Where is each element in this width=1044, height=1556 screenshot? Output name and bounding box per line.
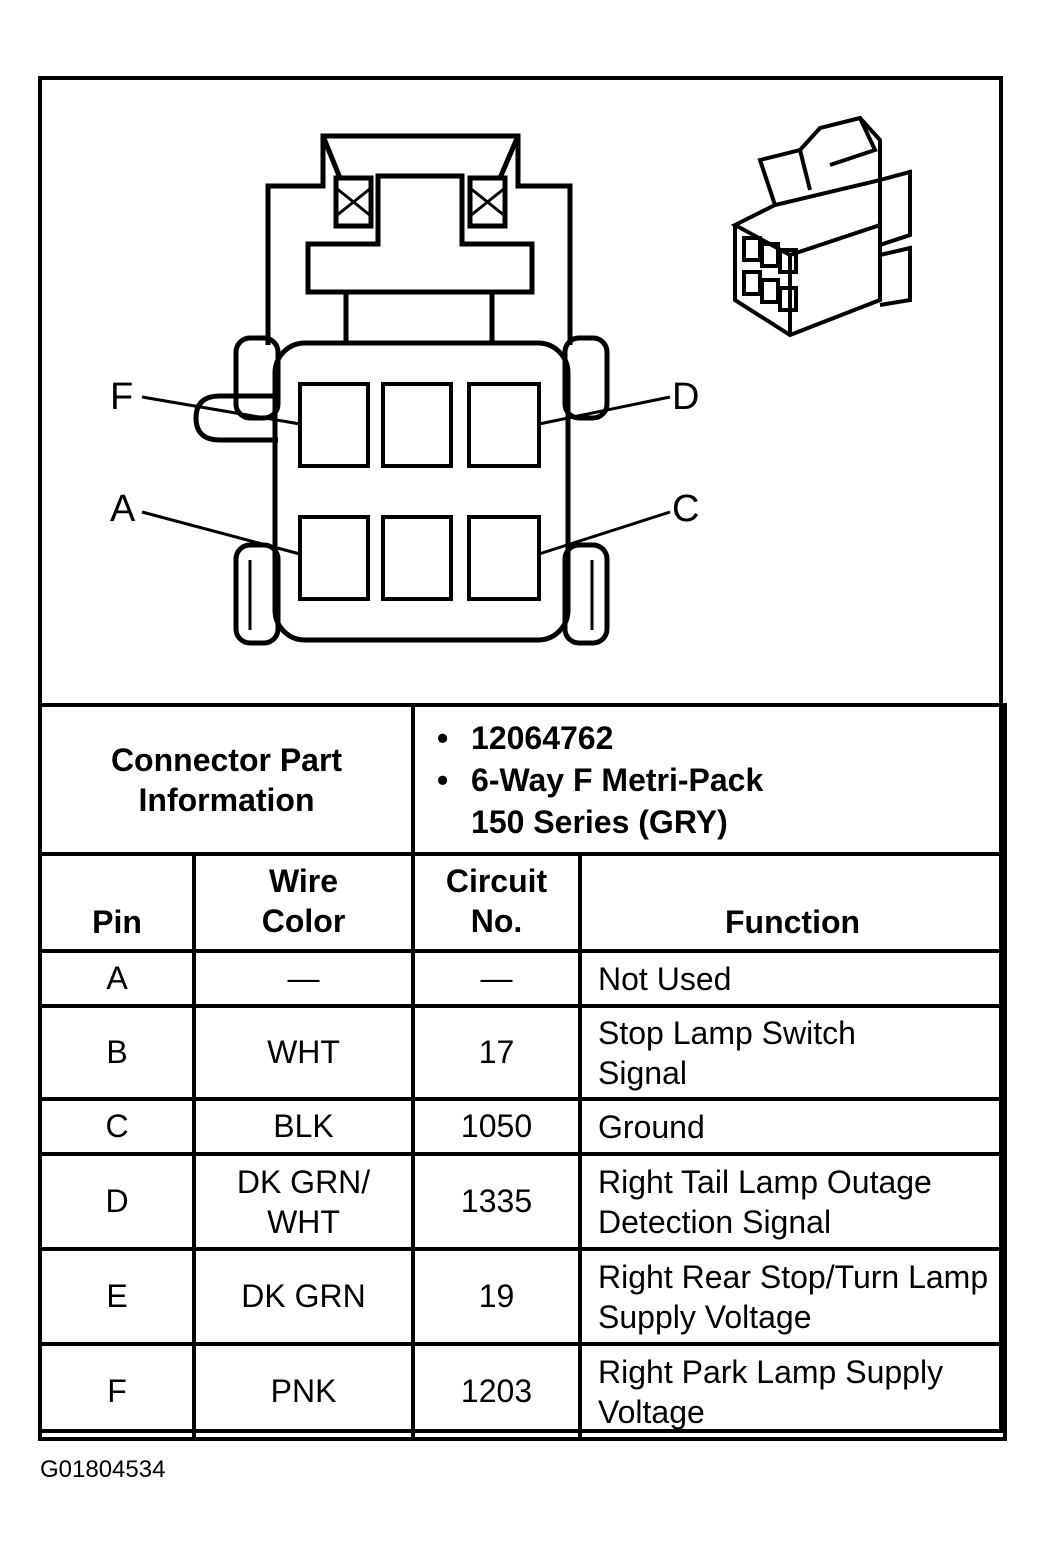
connector-pinout-table: Connector Part Information 12064762 6-Wa… <box>37 703 1008 1441</box>
table-row: E DK GRN 19 Right Rear Stop/Turn Lamp Su… <box>38 1247 1008 1346</box>
cell-function: Right Tail Lamp Outage Detection Signal <box>578 1152 1008 1251</box>
table-header-row: Pin Wire Color Circuit No. Function <box>38 852 1008 953</box>
connector-body <box>272 340 571 643</box>
cell-function: Stop Lamp Switch Signal <box>578 1004 1008 1101</box>
pin-label-f: F <box>110 376 134 418</box>
cell-wire-color: DK GRN/ WHT <box>191 1152 416 1251</box>
header-function: Function <box>578 852 1008 953</box>
part-info-values: 12064762 6-Way F Metri-Pack 150 Series (… <box>411 703 1008 856</box>
header-pin: Pin <box>38 852 196 953</box>
cell-pin: C <box>38 1097 196 1156</box>
cell-circuit: 1050 <box>411 1097 583 1156</box>
cell-circuit: 1203 <box>411 1342 583 1441</box>
figure-id: G01804534 <box>40 1456 166 1483</box>
connector-isometric-view <box>730 115 912 338</box>
cell-circuit: 1335 <box>411 1152 583 1251</box>
table-row: A — — Not Used <box>38 949 1008 1008</box>
connector-cavities <box>298 382 541 601</box>
cell-function: Not Used <box>578 949 1008 1008</box>
part-number: 12064762 <box>437 717 1003 759</box>
table-row: F PNK 1203 Right Park Lamp Supply Voltag… <box>38 1342 1008 1441</box>
cell-pin: D <box>38 1152 196 1251</box>
cell-wire-color: — <box>191 949 416 1008</box>
table-row: D DK GRN/ WHT 1335 Right Tail Lamp Outag… <box>38 1152 1008 1251</box>
cell-wire-color: WHT <box>191 1004 416 1101</box>
pin-label-d: D <box>672 376 700 418</box>
cell-wire-color: BLK <box>191 1097 416 1156</box>
part-description: 6-Way F Metri-Pack <box>437 759 1003 801</box>
cell-wire-color: DK GRN <box>191 1247 416 1346</box>
part-info-row: Connector Part Information 12064762 6-Wa… <box>37 703 1008 856</box>
cell-pin: A <box>38 949 196 1008</box>
part-info-label: Connector Part Information <box>37 703 416 856</box>
table-row: B WHT 17 Stop Lamp Switch Signal <box>38 1004 1008 1101</box>
cell-wire-color: PNK <box>191 1342 416 1441</box>
cell-pin: E <box>38 1247 196 1346</box>
pin-label-a: A <box>110 488 136 530</box>
cell-pin: F <box>38 1342 196 1441</box>
cell-function: Ground <box>578 1097 1008 1156</box>
pin-leader-lines <box>141 395 671 556</box>
table-row: C BLK 1050 Ground <box>38 1097 1008 1156</box>
header-wire-color: Wire Color <box>191 852 416 953</box>
cell-function: Right Rear Stop/Turn Lamp Supply Voltage <box>578 1247 1008 1346</box>
cell-circuit: — <box>411 949 583 1008</box>
cell-circuit: 17 <box>411 1004 583 1101</box>
connector-side-tabs <box>193 335 610 646</box>
connector-diagram <box>141 115 912 646</box>
header-circuit: Circuit No. <box>411 852 583 953</box>
cell-pin: B <box>38 1004 196 1101</box>
cell-function: Right Park Lamp Supply Voltage <box>578 1342 1008 1441</box>
cell-circuit: 19 <box>411 1247 583 1346</box>
pin-label-c: C <box>672 488 700 530</box>
connector-latch <box>265 133 573 345</box>
part-series: 150 Series (GRY) <box>471 803 728 840</box>
